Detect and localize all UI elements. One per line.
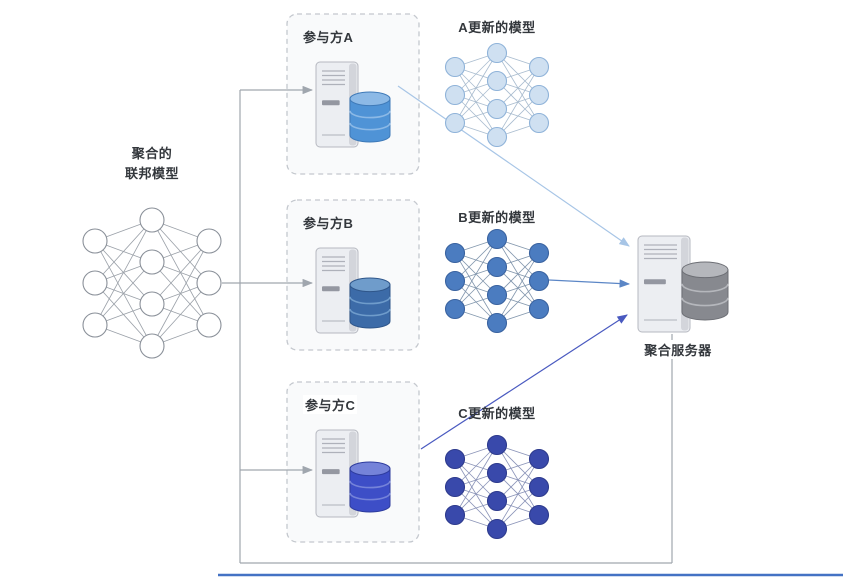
aggregated-model-network	[82, 207, 222, 359]
diagram-icons	[82, 42, 729, 540]
model-b-updated-network	[444, 228, 550, 334]
aggregation-server-label: 聚合服务器	[630, 340, 726, 359]
model-a-updated-label: A更新的模型	[458, 20, 536, 35]
participant-b-label: 参与方B	[303, 216, 354, 231]
aggregation-server-database-icon	[681, 261, 729, 321]
diagram-arrows	[218, 85, 843, 577]
participant-a-database-icon	[349, 91, 391, 143]
model-c-updated-label: C更新的模型	[458, 406, 536, 421]
model-a-updated-network	[444, 42, 550, 148]
model-c-updated-network	[444, 434, 550, 540]
participant-c-label: 参与方C	[303, 395, 358, 414]
participant-c-database-icon	[349, 461, 391, 513]
participant-a-label: 参与方A	[303, 30, 354, 45]
participant-b-database-icon	[349, 277, 391, 329]
aggregated-model-label-line1: 聚合的	[131, 146, 173, 161]
aggregated-model-label-line2: 联邦模型	[124, 166, 179, 182]
aggregated-model-label: 聚合的 联邦模型	[90, 144, 214, 184]
model-b-updated-label: B更新的模型	[458, 210, 536, 225]
